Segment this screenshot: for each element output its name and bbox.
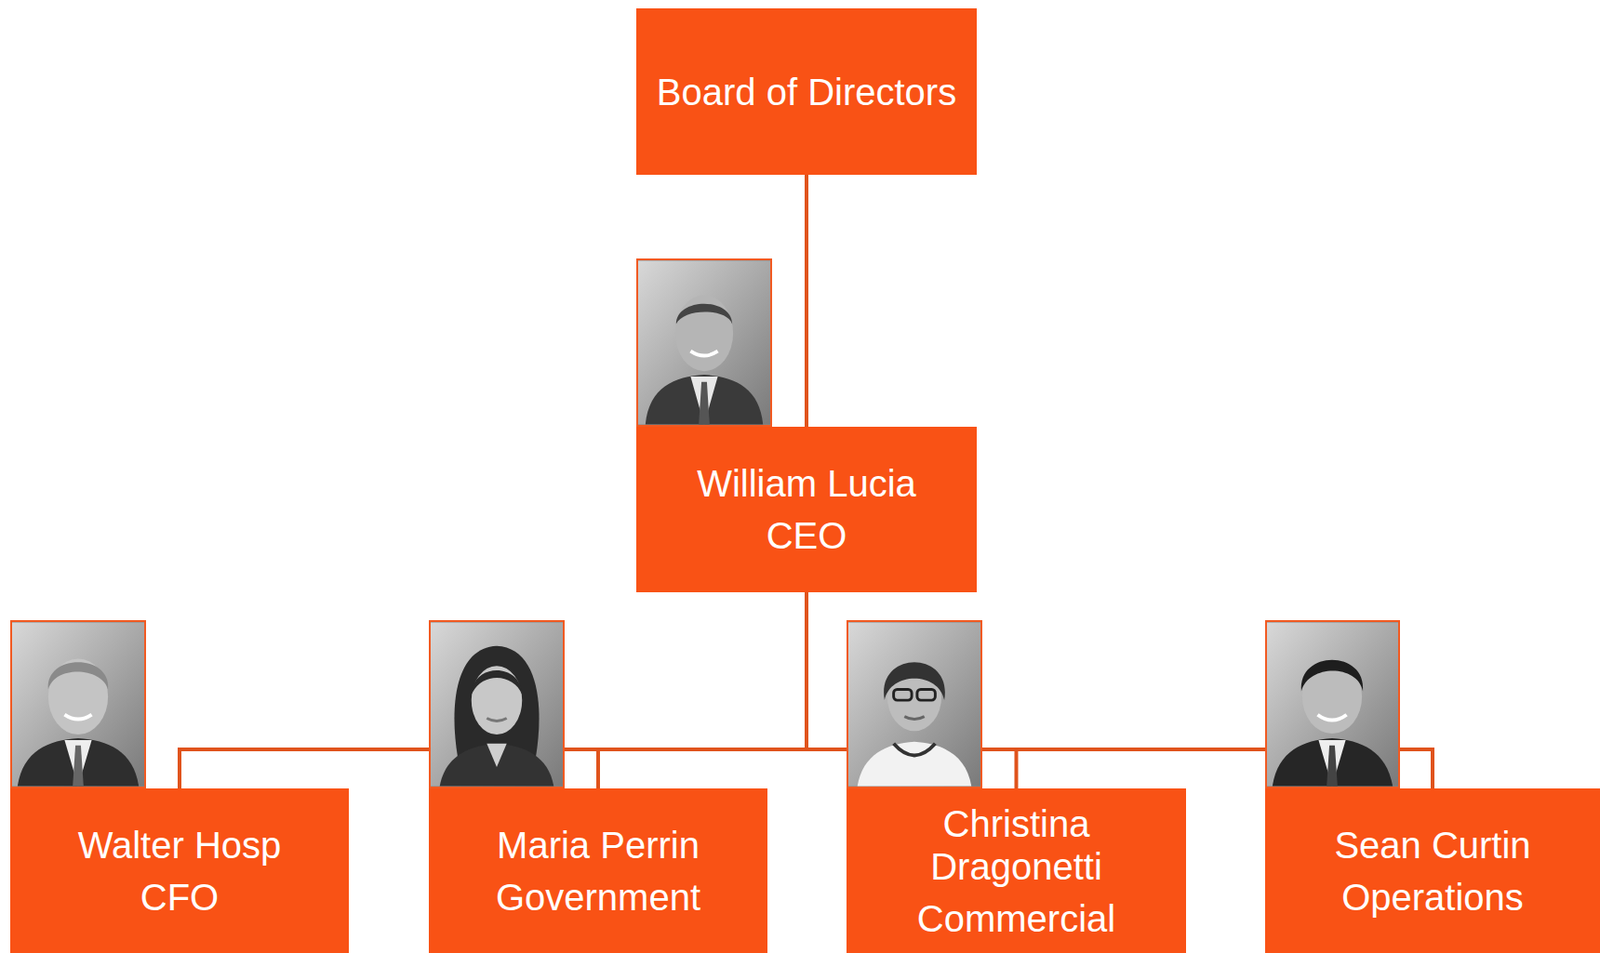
reporting-line [804, 174, 809, 427]
role-title: CEO [766, 514, 848, 558]
portrait-illustration [12, 622, 145, 787]
role-title: Operations [1341, 876, 1524, 920]
person-name: Maria Perrin [496, 824, 700, 867]
person-name: Sean Curtin [1333, 824, 1531, 867]
portrait-photo [636, 258, 773, 427]
ceo-box: William LuciaCEO [636, 426, 977, 593]
portrait-illustration [848, 622, 981, 787]
reporting-line [806, 592, 1433, 789]
portrait-illustration [1266, 622, 1399, 787]
executive-box: Walter HospCFO [10, 788, 349, 953]
reporting-line [598, 592, 807, 789]
executive-box: Sean CurtinOperations [1265, 788, 1600, 953]
portrait-illustration [430, 622, 563, 787]
role-title: Government [495, 876, 701, 920]
board-box: Board of Directors [636, 8, 977, 175]
person-name: Board of Directors [656, 70, 957, 114]
executive-box: Maria PerrinGovernment [428, 788, 768, 953]
person-name: Walter Hosp [78, 824, 282, 867]
portrait-photo [1265, 620, 1400, 789]
person-name: William Lucia [696, 462, 917, 506]
portrait-photo [10, 620, 147, 789]
portrait-photo [428, 620, 565, 789]
role-title: Commercial [917, 897, 1116, 941]
reporting-line [806, 592, 1017, 789]
reporting-line [179, 592, 807, 789]
portrait-photo [846, 620, 983, 789]
role-title: CFO [140, 876, 219, 920]
executive-box: Christina DragonettiCommercial [846, 788, 1187, 953]
person-name: Christina Dragonetti [865, 802, 1168, 889]
portrait-illustration [638, 260, 771, 426]
